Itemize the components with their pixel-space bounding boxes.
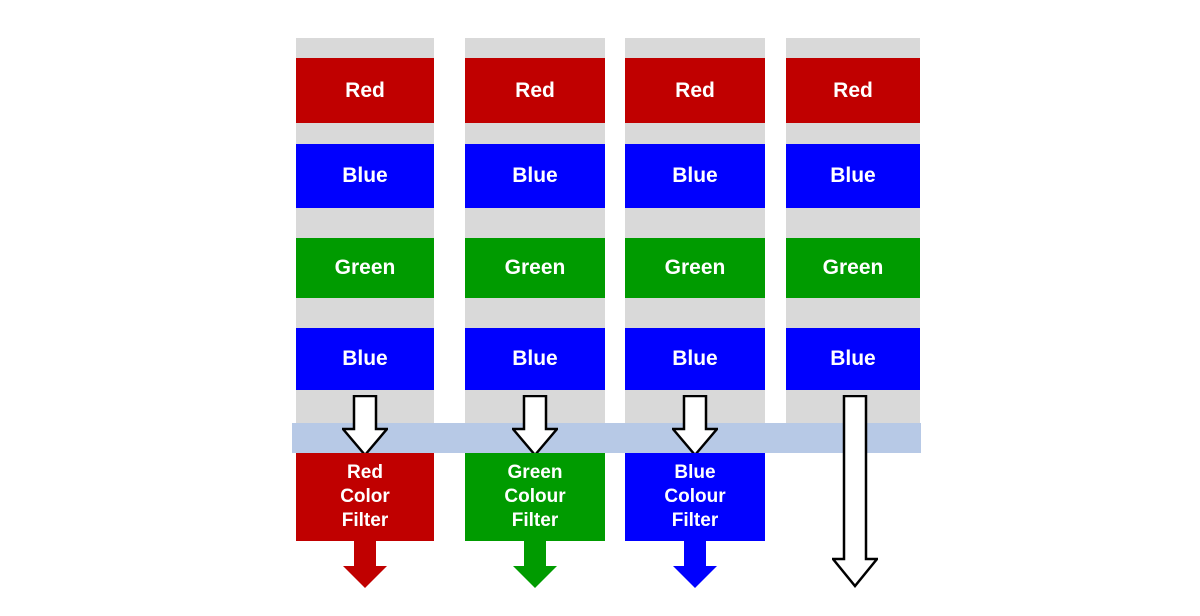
color-cell-green: Green [296, 238, 434, 298]
color-cell-red: Red [296, 58, 434, 123]
cell-label: Blue [342, 164, 388, 187]
color-cell-blue: Blue [625, 144, 765, 208]
cell-label: Green [334, 256, 396, 279]
color-cell-blue: Blue [786, 144, 920, 208]
cell-label: Green [504, 256, 566, 279]
color-cell-green: Green [465, 238, 605, 298]
blue-output-arrow-icon [673, 540, 717, 588]
cell-label: Red [675, 78, 715, 102]
red-output-arrow-icon [343, 540, 387, 588]
green-output-arrow-icon [513, 540, 557, 588]
filter-label: Green Colour Filter [504, 462, 566, 531]
color-cell-blue: Blue [625, 328, 765, 390]
cell-label: Green [664, 256, 726, 279]
light-down-arrow-icon [342, 395, 388, 457]
cell-label: Blue [512, 164, 558, 187]
pixel-column-3: Red Blue Green Blue [625, 38, 765, 423]
blue-colour-filter-block: Blue Colour Filter [625, 453, 765, 541]
cell-label: Blue [342, 347, 388, 370]
color-cell-red: Red [625, 58, 765, 123]
filter-label: Red Color Filter [340, 462, 390, 531]
color-cell-blue: Blue [296, 144, 434, 208]
color-cell-green: Green [625, 238, 765, 298]
cell-label: Blue [830, 347, 876, 370]
filter-label: Blue Colour Filter [664, 462, 726, 531]
cell-label: Blue [830, 164, 876, 187]
cell-label: Blue [512, 347, 558, 370]
color-cell-red: Red [786, 58, 920, 123]
green-colour-filter-block: Green Colour Filter [465, 453, 605, 541]
color-cell-red: Red [465, 58, 605, 123]
light-down-arrow-icon [672, 395, 718, 457]
cell-label: Green [822, 256, 884, 279]
cell-label: Red [345, 78, 385, 102]
color-cell-blue: Blue [296, 328, 434, 390]
color-cell-blue: Blue [465, 144, 605, 208]
red-color-filter-block: Red Color Filter [296, 453, 434, 541]
pixel-column-1: Red Blue Green Blue [296, 38, 434, 423]
pixel-column-2: Red Blue Green Blue [465, 38, 605, 423]
cell-label: Red [515, 78, 555, 102]
filter-plane-band [292, 423, 921, 453]
color-cell-blue: Blue [786, 328, 920, 390]
cell-label: Blue [672, 164, 718, 187]
pixel-column-4: Red Blue Green Blue [786, 38, 920, 423]
cell-label: Blue [672, 347, 718, 370]
unfiltered-light-arrow-icon [832, 395, 878, 588]
cell-label: Red [833, 78, 873, 102]
color-cell-green: Green [786, 238, 920, 298]
light-down-arrow-icon [512, 395, 558, 457]
color-cell-blue: Blue [465, 328, 605, 390]
